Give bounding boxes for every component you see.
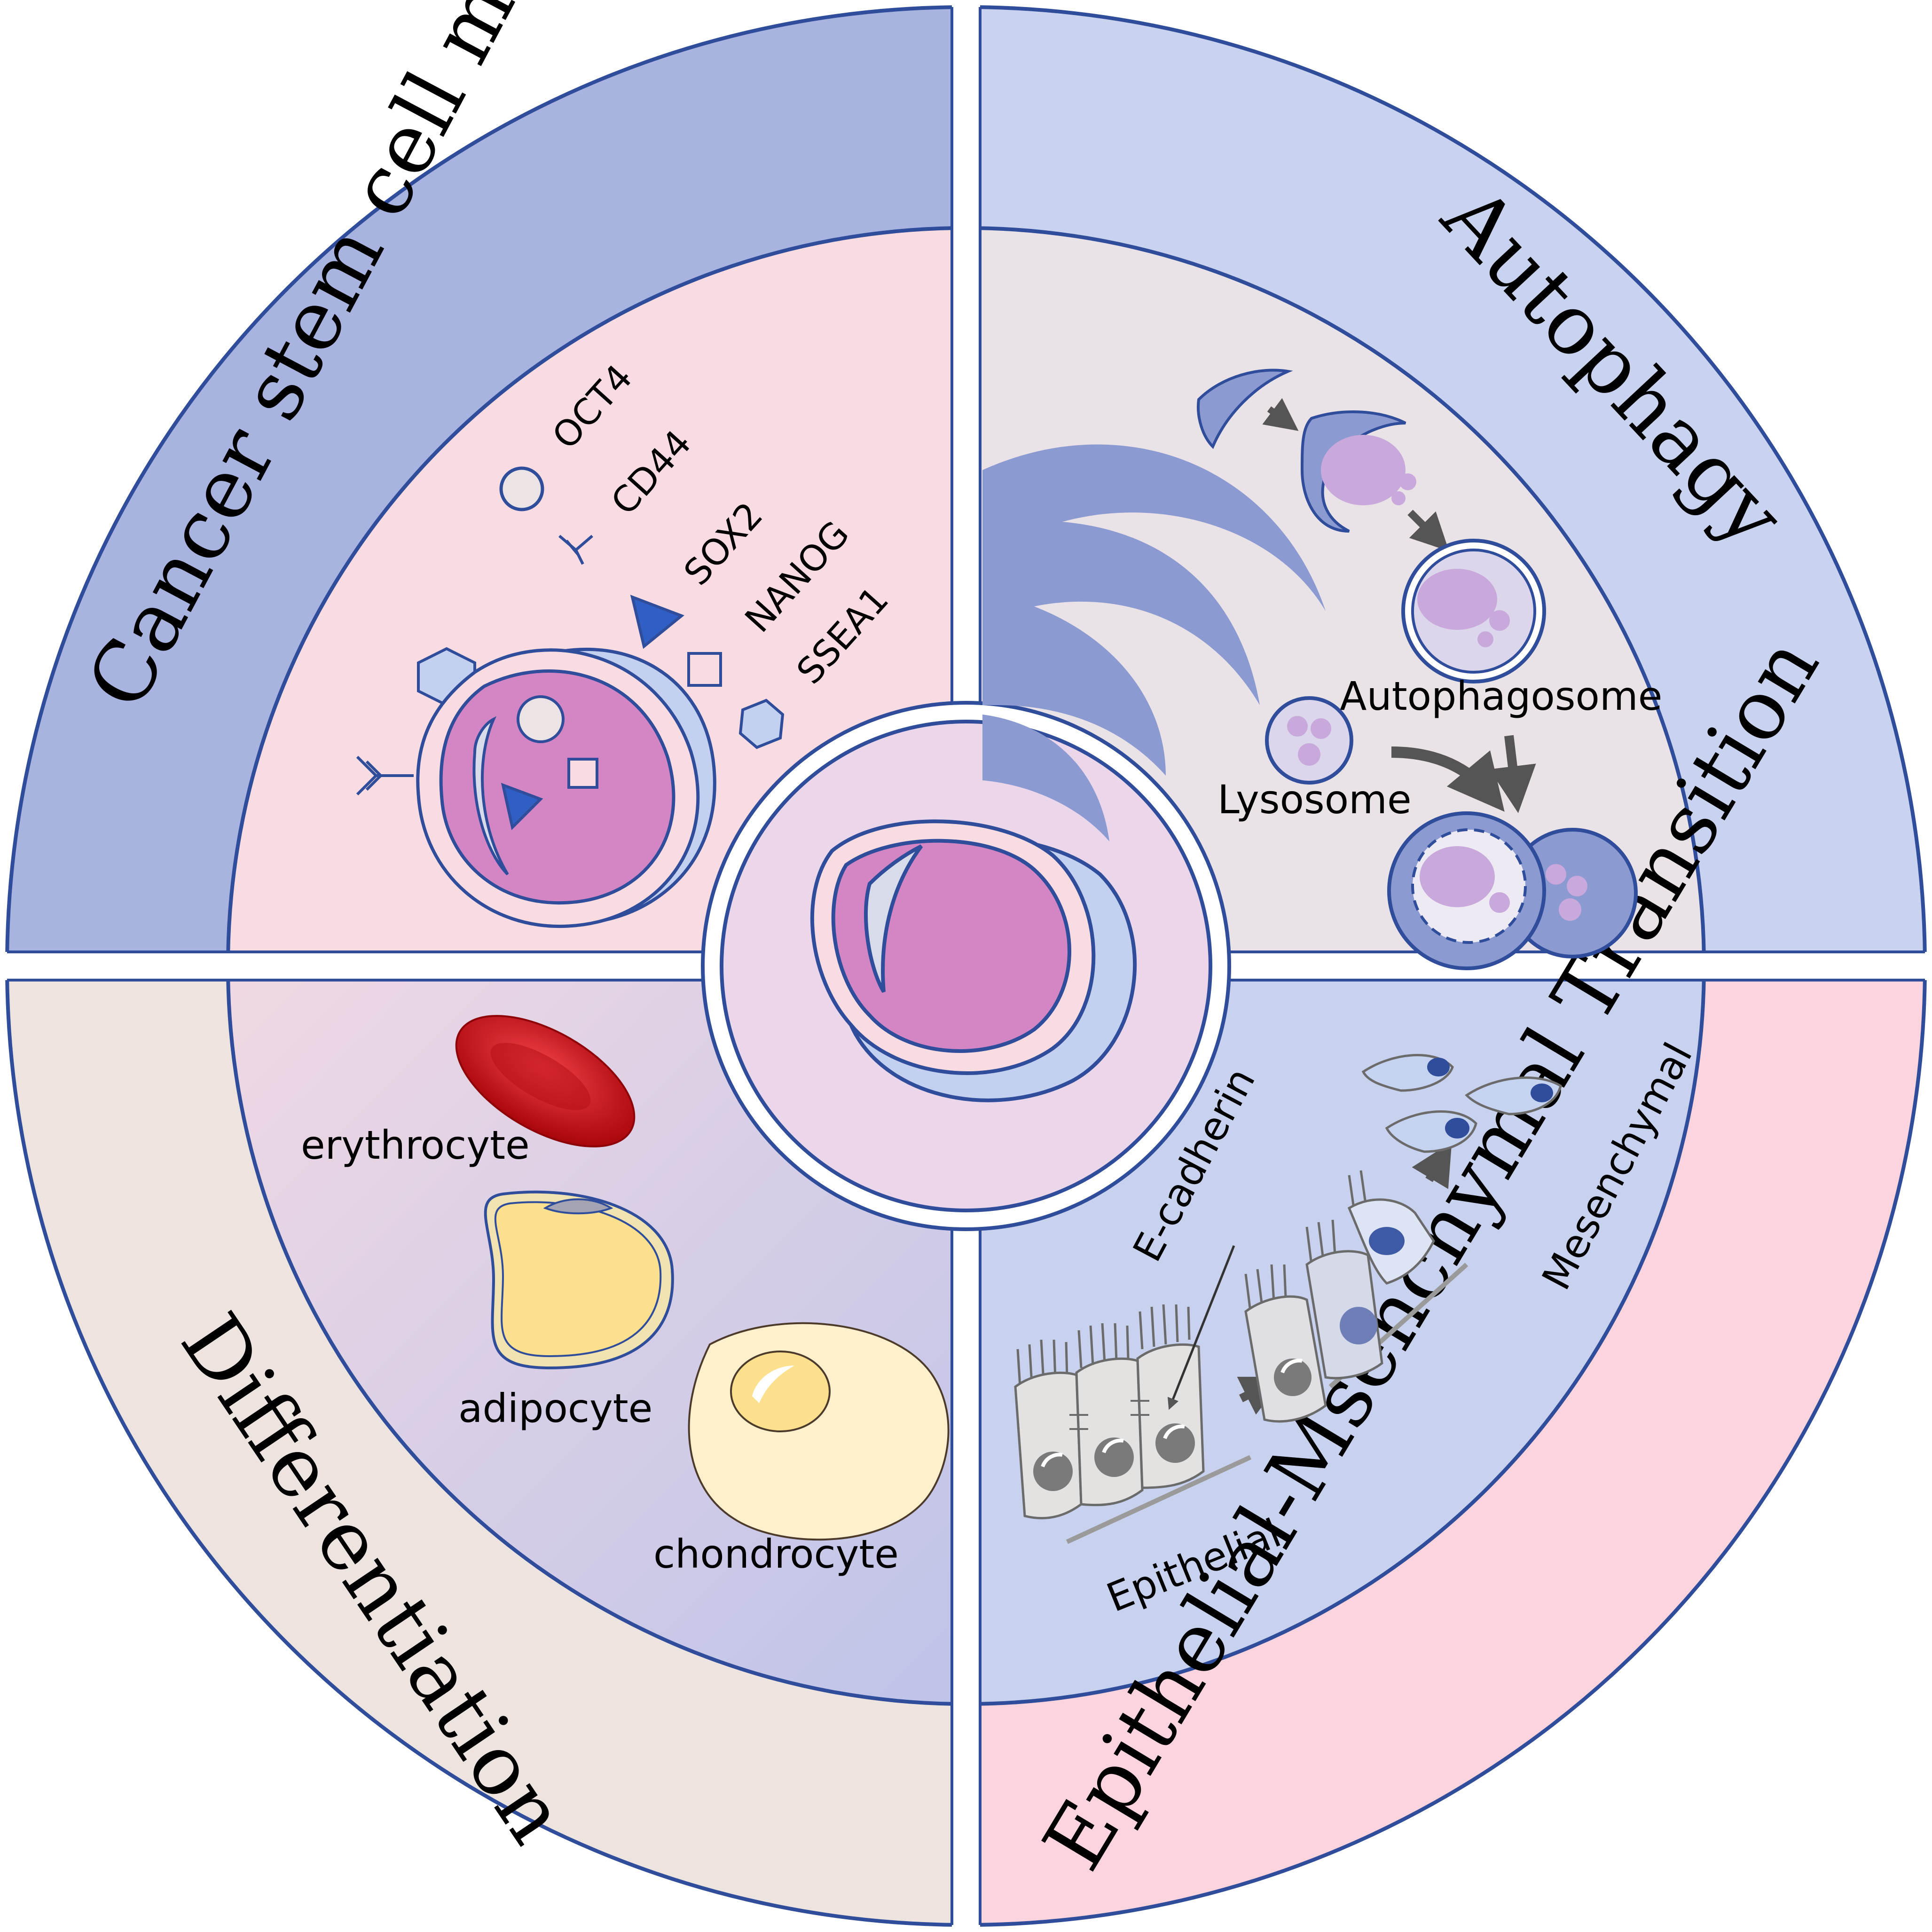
emt-arrow-2 — [1412, 1142, 1452, 1189]
lysosome-label: Lysosome — [1217, 777, 1412, 823]
autophagosome-label: Autophagosome — [1340, 673, 1662, 719]
fusion-arrow — [1391, 746, 1505, 812]
center-stem-cell — [810, 819, 1137, 1102]
autophagosome-icon — [1401, 539, 1546, 683]
lysosome-icon — [1265, 696, 1353, 785]
mesenchymal-cells — [1361, 1054, 1562, 1153]
phagophore-icon — [1197, 369, 1293, 449]
chondrocyte-icon — [688, 1322, 950, 1541]
transitioning-cells — [1244, 1170, 1435, 1423]
erythrocyte-label: erythrocyte — [301, 1122, 530, 1168]
adipocyte-icon — [484, 1190, 674, 1370]
oct4-marker-icon — [499, 466, 544, 511]
autolysosome-icon — [1387, 811, 1638, 970]
e-cadherin-pointer — [1167, 1245, 1235, 1410]
autophagosome-to-autolysosome-arrow — [1489, 735, 1536, 813]
ssea1-marker-icon — [738, 699, 785, 749]
cd44-surface-icon — [356, 755, 414, 796]
engulfing-phagophore — [1300, 410, 1416, 533]
chondrocyte-label: chondrocyte — [653, 1531, 899, 1577]
sox2-marker-icon — [630, 595, 684, 649]
adipocyte-label: adipocyte — [458, 1385, 652, 1431]
marked-stem-cell — [356, 647, 716, 928]
epithelial-cells — [1014, 1304, 1205, 1520]
nanog-marker-icon — [687, 652, 722, 687]
basement-membrane-epithelial — [1066, 1455, 1252, 1544]
cd44-marker-icon — [558, 534, 593, 565]
endoplasmic-reticulum — [982, 444, 1326, 841]
